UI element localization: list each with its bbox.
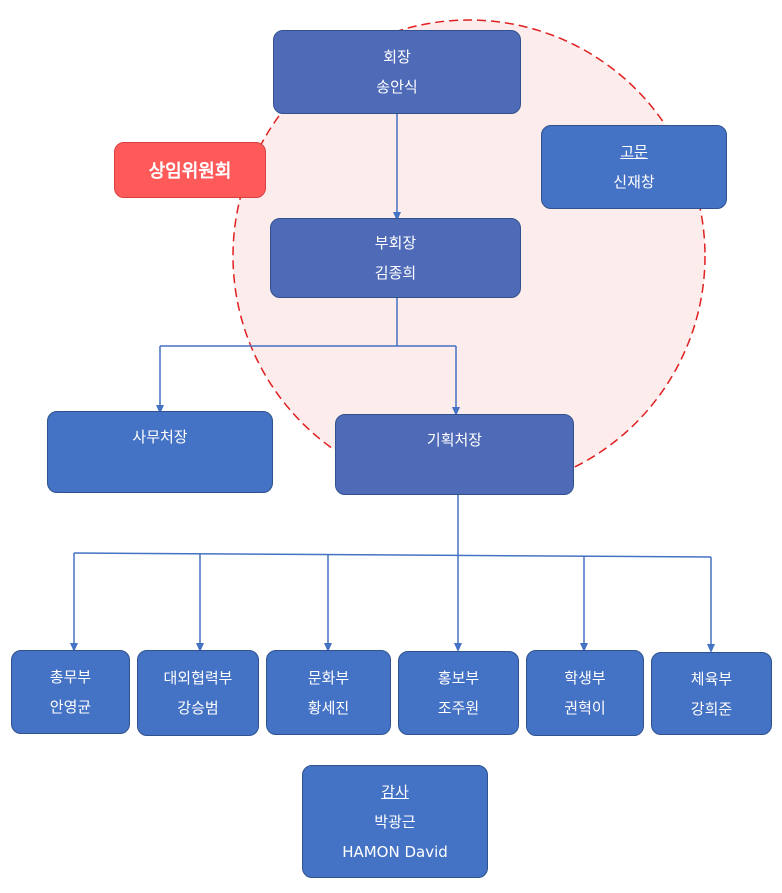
secretary-general-box[interactable]: 사무처장 [47,411,273,493]
dept-box-culture[interactable]: 문화부 황세진 [266,650,391,735]
vice-president-box[interactable]: 부회장 김종희 [270,218,521,298]
committee-badge: 상임위원회 [114,142,266,198]
dept-title: 총무부 [49,668,92,686]
dept-title: 학생부 [564,669,606,687]
vice-president-title: 부회장 [374,234,417,252]
advisor-title: 고문 [620,143,648,161]
dept-box-external-relations[interactable]: 대외협력부 강승범 [137,650,259,736]
dept-box-general-affairs[interactable]: 총무부 안영균 [11,650,130,734]
dept-head-name: 조주원 [437,699,480,717]
planning-director-title: 기획처장 [426,431,483,449]
dept-title: 대외협력부 [163,669,233,687]
auditor-title: 감사 [381,782,409,801]
dept-box-public-relations[interactable]: 홍보부 조주원 [398,651,519,735]
advisor-box[interactable]: 고문 신재창 [541,125,727,209]
auditor-name-1: 박광근 [374,812,416,831]
president-title: 회장 [383,48,411,66]
auditor-name-2: HAMON David [342,842,448,861]
committee-label: 상임위원회 [148,161,232,182]
vice-president-name: 김종희 [374,264,417,282]
dept-box-athletics[interactable]: 체육부 강희준 [651,652,772,735]
president-box[interactable]: 회장 송안식 [273,30,521,114]
dept-title: 홍보부 [437,669,480,687]
dept-head-name: 강승범 [177,699,219,717]
connector-dept-bar [73,552,712,558]
dept-head-name: 권혁이 [564,699,606,717]
connectors [70,114,715,653]
dept-box-student[interactable]: 학생부 권혁이 [526,650,644,736]
dept-title: 체육부 [690,669,733,688]
president-name: 송안식 [376,78,418,96]
dept-title: 문화부 [307,668,350,687]
dept-head-name: 황세진 [307,698,350,717]
dept-head-name: 강희준 [690,699,733,718]
planning-director-box[interactable]: 기획처장 [335,414,574,495]
advisor-name: 신재창 [613,173,655,191]
auditor-box[interactable]: 감사 박광근 HAMON David [302,765,488,878]
dept-head-name: 안영균 [49,698,92,716]
secretary-general-title: 사무처장 [132,428,188,446]
